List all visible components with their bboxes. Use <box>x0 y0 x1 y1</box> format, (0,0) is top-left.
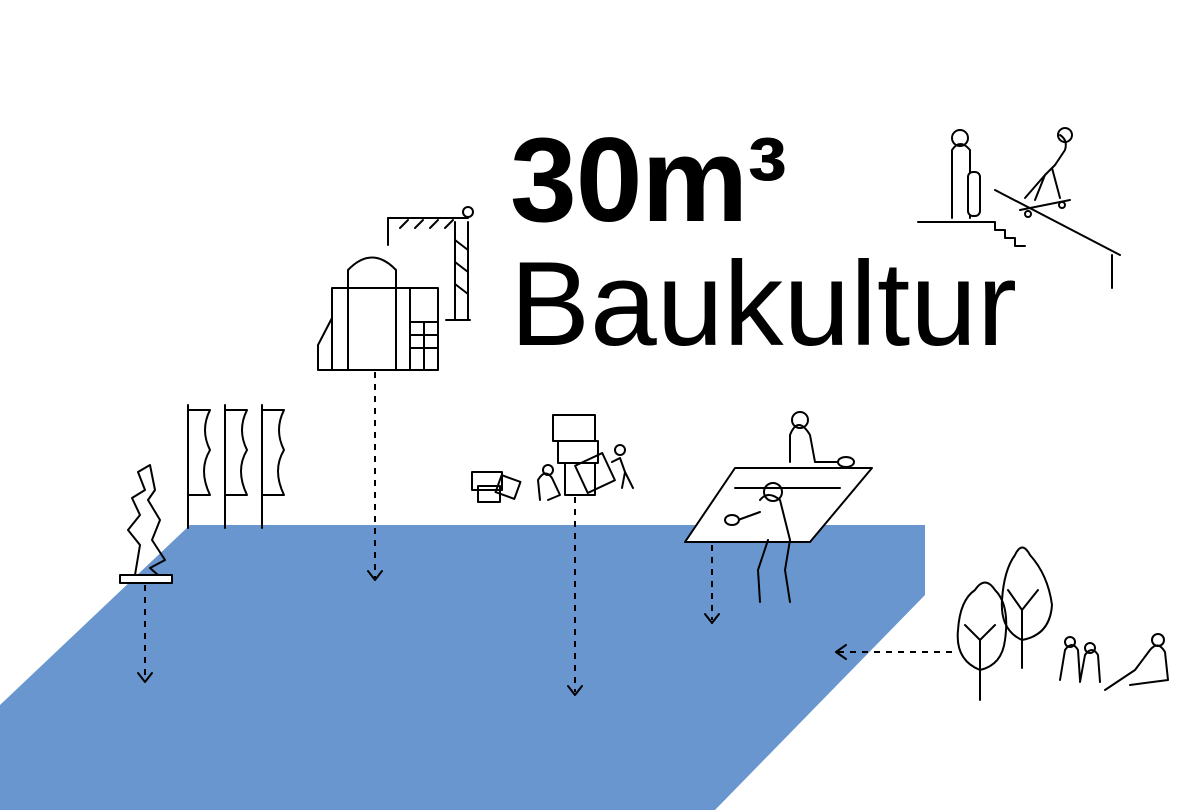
title-line-1: 30m³ <box>510 113 787 247</box>
workers-boxes-icon <box>471 414 634 696</box>
title-line-2: Baukultur <box>510 237 1017 371</box>
skaters-icon <box>917 127 1121 289</box>
sculpture-icon <box>119 464 173 683</box>
blue-floor <box>0 525 925 810</box>
poster-title: 30m³ Baukultur <box>510 118 1017 366</box>
flags-icon <box>187 404 285 529</box>
building-crane-icon <box>317 206 474 581</box>
table-tennis-icon <box>684 411 873 624</box>
trees-people-icon <box>835 546 1169 701</box>
